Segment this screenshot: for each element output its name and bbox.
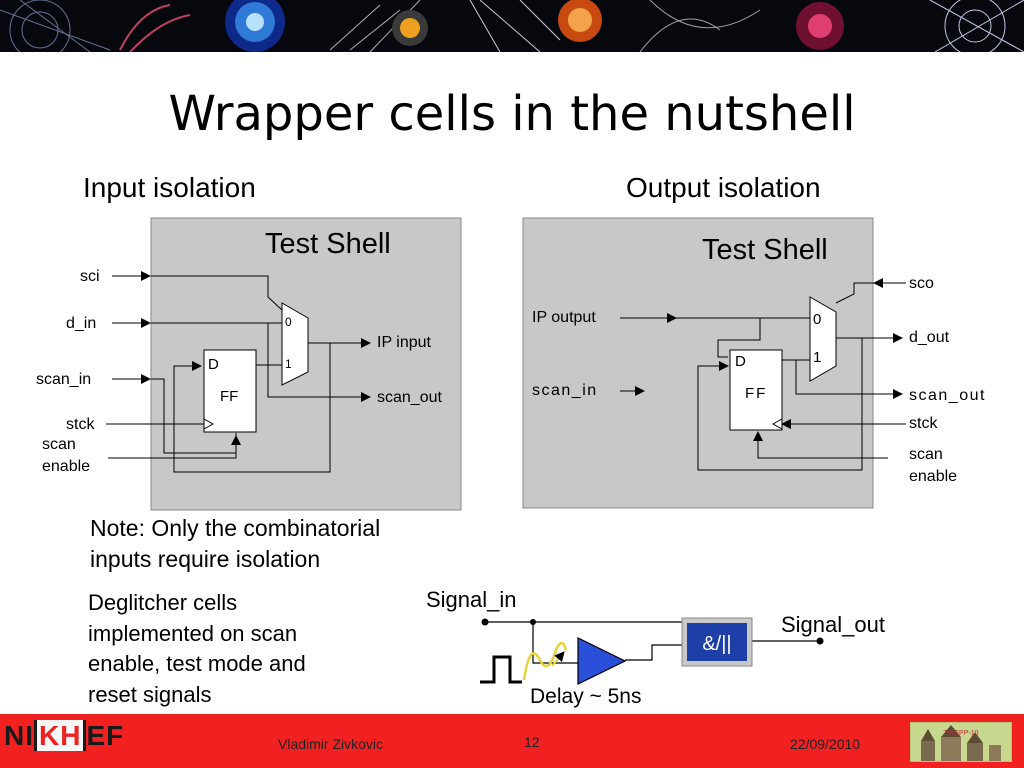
- footer-date: 22/09/2010: [790, 736, 861, 752]
- and-or-gate-label: &/||: [702, 633, 731, 655]
- blue-burst-icon: [225, 0, 285, 52]
- isolation-note: Note: Only the combinatorial inputs requ…: [90, 513, 430, 575]
- deglitcher-line-3: enable, test mode and: [88, 651, 306, 676]
- output-sig-scan-enable-2: enable: [909, 468, 957, 485]
- output-mux-in0: 0: [813, 311, 821, 328]
- output-isolation-diagram: Test Shell 0 1 D FF IP output scan_in sc…: [522, 217, 986, 509]
- output-test-shell-label: Test Shell: [702, 234, 828, 266]
- output-mux-in1: 1: [813, 349, 821, 366]
- input-sig-scan-in: scan_in: [36, 371, 91, 388]
- output-sig-scan-enable-1: scan: [909, 446, 943, 463]
- input-ff-d: D: [208, 356, 219, 373]
- orange-burst-icon: [558, 0, 602, 42]
- input-ff-name: FF: [220, 388, 238, 405]
- and-or-gate: [687, 623, 747, 661]
- conference-logo: TWEPP-10: [910, 722, 1012, 762]
- header-banner-image: [0, 0, 1024, 52]
- input-out-scan-out: scan_out: [377, 389, 442, 406]
- output-sig-stck: stck: [909, 415, 938, 432]
- input-sig-d-in: d_in: [66, 315, 96, 332]
- nikhef-logo-left: NI: [4, 720, 34, 751]
- isolation-note-line-1: Note: Only the combinatorial: [90, 515, 381, 541]
- deglitcher-description: Deglitcher cells implemented on scan ena…: [88, 588, 358, 710]
- input-out-ip-input: IP input: [377, 334, 432, 351]
- nikhef-logo-right: EF: [86, 720, 125, 751]
- input-mux-in1: 1: [285, 357, 292, 371]
- deglitcher-line-1: Deglitcher cells: [88, 590, 238, 615]
- output-ff-name: FF: [745, 385, 767, 402]
- deglitcher-line-4: reset signals: [88, 681, 212, 707]
- input-mux: [281, 302, 309, 386]
- isolation-note-line-2: inputs require isolation: [90, 546, 321, 572]
- output-sig-scan-in: scan_in: [532, 382, 598, 399]
- footer-author: Vladimir Zivkovic: [278, 736, 384, 752]
- deglitcher-line-2: implemented on scan: [88, 620, 298, 646]
- output-out-d-out: d_out: [909, 329, 950, 346]
- deglitcher-signal-in: Signal_in: [426, 587, 517, 612]
- deglitcher-delay-label: Delay ~ 5ns: [530, 685, 641, 708]
- output-out-sco: sco: [909, 275, 934, 292]
- deglitcher-signal-out: Signal_out: [781, 612, 885, 637]
- conference-logo-text: TWEPP-10: [943, 730, 978, 737]
- nikhef-logo-mid: KH: [34, 720, 87, 751]
- input-mux-in0: 0: [285, 315, 292, 329]
- input-test-shell-label: Test Shell: [265, 228, 391, 260]
- deglitcher-diagram: Signal_in Signal_out Delay ~ 5ns &/||: [426, 587, 885, 708]
- output-ff-d: D: [735, 353, 746, 370]
- input-sig-stck: stck: [66, 416, 95, 433]
- pulse-waveform-icon: [480, 655, 522, 684]
- output-mux: [809, 296, 837, 382]
- wrapper-cells-diagram: Test Shell 0 1 D FF sci d_in scan_in stc…: [36, 217, 986, 708]
- input-sig-sci: sci: [80, 268, 100, 285]
- input-isolation-heading: Input isolation: [83, 172, 256, 203]
- input-isolation-diagram: Test Shell 0 1 D FF sci d_in scan_in stc…: [36, 217, 462, 511]
- particle-collision-banner: [0, 0, 1024, 52]
- input-sig-scan-enable-1: scan: [42, 436, 76, 453]
- glitch-wave-icon: [522, 641, 568, 681]
- footer-page-number: 12: [524, 734, 540, 750]
- output-isolation-heading: Output isolation: [626, 172, 821, 203]
- input-ff: [203, 349, 257, 433]
- output-out-scan-out: scan_out: [909, 387, 986, 404]
- slide-title: Wrapper cells in the nutshell: [168, 86, 856, 142]
- output-sig-ip-output: IP output: [532, 309, 596, 326]
- output-ff: [729, 349, 783, 431]
- delay-buffer: [577, 637, 627, 685]
- castle-logo-icon: TWEPP-10: [911, 723, 1011, 761]
- input-sig-scan-enable-2: enable: [42, 458, 90, 475]
